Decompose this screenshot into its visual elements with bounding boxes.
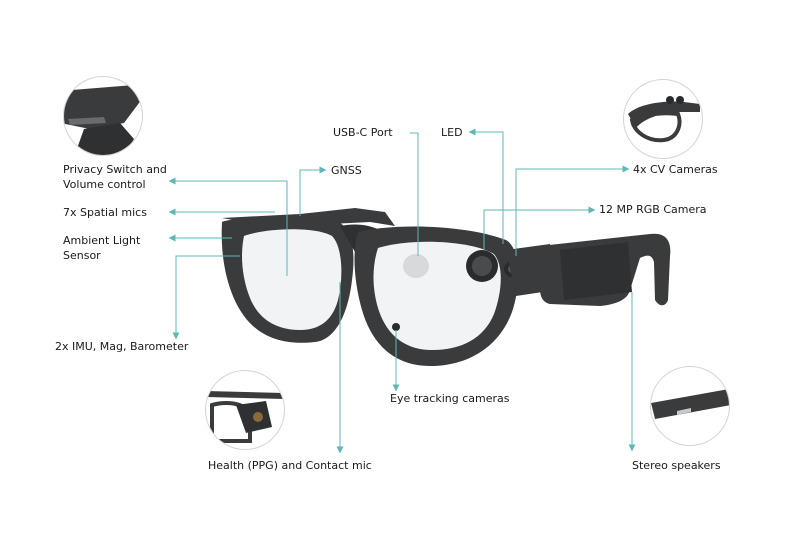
label-spatial-mics: 7x Spatial mics <box>63 206 147 219</box>
label-cv-cameras: 4x CV Cameras <box>633 163 718 176</box>
label-gnss: GNSS <box>331 164 362 177</box>
label-eye-tracking: Eye tracking cameras <box>390 392 510 405</box>
health-sensor-closeup <box>205 370 285 450</box>
label-privacy-switch: Privacy Switch and Volume control <box>63 163 167 191</box>
stereo-speaker-closeup <box>650 366 730 446</box>
label-rgb-camera: 12 MP RGB Camera <box>599 203 707 216</box>
privacy-switch-closeup <box>63 76 143 156</box>
label-led: LED <box>441 126 463 139</box>
label-health: Health (PPG) and Contact mic <box>208 459 372 472</box>
cv-cameras-closeup <box>623 79 703 159</box>
label-stereo-speakers: Stereo speakers <box>632 459 721 472</box>
label-ambient-light: Ambient Light Sensor <box>63 234 141 262</box>
leader-lines <box>168 128 636 454</box>
glasses-frame <box>221 208 671 366</box>
label-imu: 2x IMU, Mag, Barometer <box>55 340 189 353</box>
label-usb-c: USB-C Port <box>333 126 393 139</box>
